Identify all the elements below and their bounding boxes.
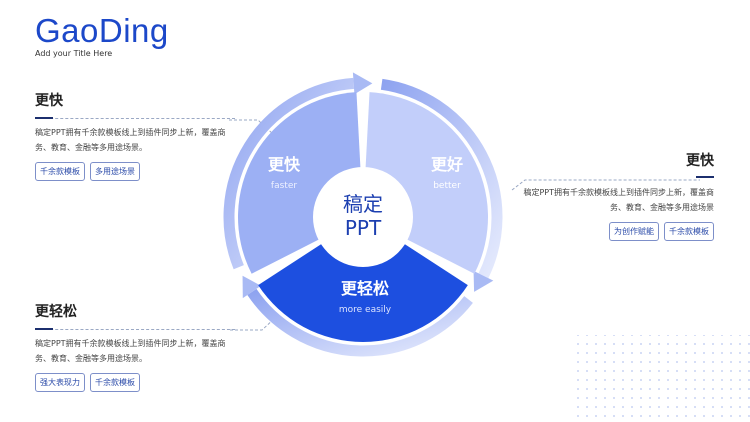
tag-button[interactable]: 千余款模板 <box>35 162 85 181</box>
divider <box>35 117 235 119</box>
segment-title: 更轻松 <box>341 279 389 298</box>
block-title: 更快 <box>35 93 63 109</box>
feature-block: 更轻松 稿定PPT拥有千余款模板线上到插件同步上新，覆盖商务、教育、金融等多用途… <box>35 301 235 392</box>
cycle-arrow-arc <box>223 77 355 270</box>
cycle-segment <box>258 217 468 342</box>
segment-sub: more easily <box>339 305 392 315</box>
divider <box>35 328 235 330</box>
arrowhead-icon <box>352 72 373 95</box>
tag-button[interactable]: 强大表现力 <box>35 373 85 392</box>
center-label-2: PPT <box>345 216 382 240</box>
arrowhead-icon <box>242 275 262 299</box>
divider <box>514 176 714 179</box>
subtitle: Add your Title Here <box>35 49 113 58</box>
tag-button[interactable]: 为创作赋能 <box>609 222 659 241</box>
dot-pattern <box>570 335 750 422</box>
segment-title: 更快 <box>268 155 301 174</box>
block-text: 稿定PPT拥有千余款模板线上到插件同步上新，覆盖商务、教育、金融等多用途场景。 <box>35 128 226 152</box>
cycle-arrow-arc <box>380 78 503 279</box>
connector-line <box>230 317 276 331</box>
feature-block: 更快 稿定PPT拥有千余款模板线上到插件同步上新，覆盖商务、教育、金融等多用途场… <box>514 150 714 241</box>
block-text: 稿定PPT拥有千余款模板线上到插件同步上新，覆盖商务、教育、金融等多用途场景。 <box>35 339 226 363</box>
tag-button[interactable]: 多用途场景 <box>90 162 140 181</box>
connector-line <box>511 179 700 191</box>
arrowhead-icon <box>473 270 494 292</box>
block-title: 更快 <box>686 153 714 169</box>
feature-block: 更快 稿定PPT拥有千余款模板线上到插件同步上新，覆盖商务、教育、金融等多用途场… <box>35 90 235 181</box>
tag-button[interactable]: 千余款模板 <box>90 373 140 392</box>
center-circle <box>313 167 413 267</box>
segment-sub: faster <box>271 181 297 191</box>
segment-sub: better <box>433 181 461 191</box>
block-text: 稿定PPT拥有千余款模板线上到插件同步上新，覆盖商务、教育、金融等多用途场景 <box>523 188 714 212</box>
block-title: 更轻松 <box>35 304 77 320</box>
center-label-1: 稿定 <box>343 192 383 216</box>
tag-button[interactable]: 千余款模板 <box>664 222 714 241</box>
cycle-arrow-arc <box>247 288 473 357</box>
segment-title: 更好 <box>431 155 463 174</box>
brand-logo: GaoDing <box>35 12 169 49</box>
